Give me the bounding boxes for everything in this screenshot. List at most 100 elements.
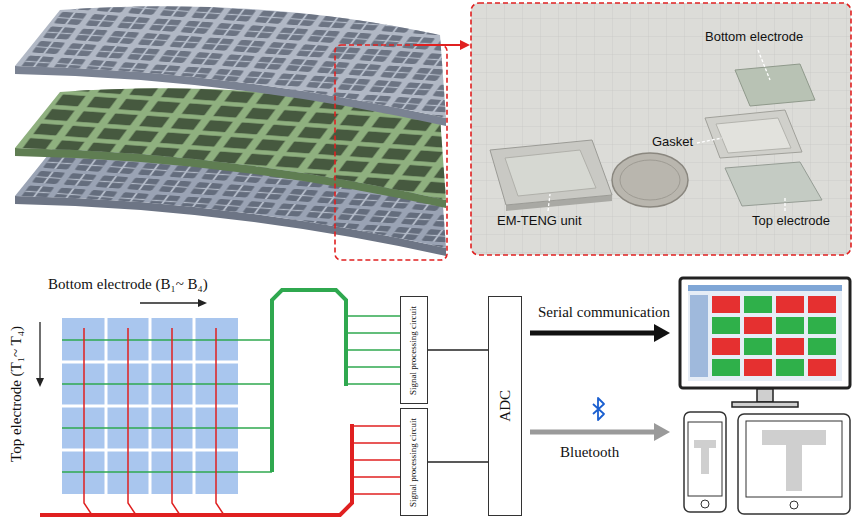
- sensor-grid: [62, 361, 238, 364]
- top-electrode-wire: [216, 328, 224, 515]
- top-electrode-wire: [352, 442, 400, 444]
- monitor: [690, 295, 708, 377]
- phone: [684, 412, 726, 512]
- bottom-electrode-wire: [346, 315, 400, 317]
- monitor: [712, 359, 740, 376]
- node-text: Signal processing circuit: [409, 306, 419, 395]
- node-text: ADC: [497, 390, 514, 422]
- serial-arrow: [530, 331, 656, 336]
- converter-box: ADC: [488, 296, 522, 516]
- monitor: [732, 402, 798, 407]
- bottom-electrode-wire: [346, 349, 400, 351]
- bottom-electrode-wire: [272, 290, 346, 472]
- bottom-electrode-wire: [62, 290, 400, 472]
- monitor: [680, 278, 850, 388]
- top-electrode-wire: [40, 328, 400, 515]
- process-box: Signal processing circuit: [400, 296, 428, 404]
- direction-arrow: [36, 378, 44, 387]
- serial-arrow: [654, 324, 670, 342]
- axis-label: Bottom electrode (B₁~ B₄): [48, 276, 208, 293]
- tablet: [738, 414, 850, 514]
- monitor: [744, 317, 772, 334]
- leader-line: [697, 138, 722, 143]
- monitor: [744, 296, 772, 313]
- monitor: [808, 359, 836, 376]
- direction-arrow: [198, 299, 207, 307]
- bottom-electrode-wire: [62, 339, 272, 341]
- top-electrode-wire: [352, 425, 400, 427]
- monitor: [712, 317, 740, 334]
- monitor: [776, 338, 804, 355]
- bluetooth-arrow: [654, 423, 670, 441]
- zoom-arrow: [415, 40, 470, 50]
- top-electrode-wire: [84, 328, 92, 515]
- bluetooth-arrow: [530, 423, 670, 441]
- monitor: [808, 317, 836, 334]
- top-electrode-wire: [40, 424, 352, 515]
- phone: [701, 448, 709, 474]
- monitor: [776, 317, 804, 334]
- monitor: [744, 359, 772, 376]
- top-electrode-piece: [725, 162, 822, 206]
- part-label: Gasket: [652, 135, 693, 150]
- direction-arrow: [39, 322, 40, 380]
- zoom-arrow: [460, 40, 470, 50]
- tablet: [762, 430, 826, 445]
- phone: [684, 412, 726, 512]
- phone: [701, 500, 709, 508]
- sensor-grid: [62, 318, 238, 494]
- sensor-grid: [62, 449, 238, 452]
- serial-arrow: [530, 324, 670, 342]
- gasket-piece: [716, 118, 791, 153]
- part-label: EM-TENG unit: [497, 214, 582, 229]
- em-teng-unit: [490, 140, 612, 211]
- monitor: [757, 389, 773, 402]
- bottom-electrode-wire: [62, 316, 400, 472]
- signal-line: [428, 349, 488, 351]
- leader-line: [548, 50, 785, 211]
- top-electrode-layer: [15, 6, 446, 126]
- axis-label: Top electrode (T₁~ T₄): [8, 326, 25, 462]
- zoom-arrow: [415, 44, 461, 46]
- top-electrode-wire: [352, 493, 400, 495]
- bottom-electrode-wire: [62, 427, 272, 429]
- coin: [612, 153, 688, 207]
- photo-inset: [471, 3, 851, 255]
- zoom-frame: [335, 45, 447, 260]
- monitor: [808, 338, 836, 355]
- sensor-grid: [62, 405, 238, 408]
- top-electrode-wire: [352, 459, 400, 461]
- bluetooth-icon: [593, 398, 604, 420]
- monitor: [776, 296, 804, 313]
- bottom-electrode-piece: [735, 64, 815, 106]
- monitor: [712, 296, 740, 313]
- em-teng-unit: [490, 140, 612, 205]
- leader-line: [784, 196, 785, 211]
- monitor: [712, 296, 836, 376]
- tablet: [738, 414, 850, 514]
- coin: [620, 160, 680, 200]
- bottom-electrode-wire: [62, 471, 272, 473]
- bluetooth-arrow: [530, 430, 656, 435]
- top-electrode-wire: [128, 328, 136, 515]
- bottom-electrode-wire: [346, 383, 400, 385]
- tablet: [786, 445, 802, 491]
- process-box: Signal processing circuit: [400, 408, 428, 516]
- sensor-grid: [62, 318, 238, 494]
- bottom-electrode-wire: [346, 332, 400, 334]
- phone: [694, 440, 716, 448]
- bottom-electrode-wire: [62, 383, 272, 385]
- part-label: Top electrode: [752, 214, 830, 229]
- monitor: [808, 296, 836, 313]
- bottom-electrode-wire: [346, 366, 400, 368]
- monitor: [688, 285, 842, 291]
- gasket-piece: [705, 110, 802, 158]
- tablet: [746, 421, 842, 497]
- link-label: Serial communication: [538, 304, 670, 321]
- part-label: Bottom electrode: [705, 30, 803, 45]
- signal-line: [428, 461, 488, 463]
- top-electrode-layer: [15, 6, 446, 118]
